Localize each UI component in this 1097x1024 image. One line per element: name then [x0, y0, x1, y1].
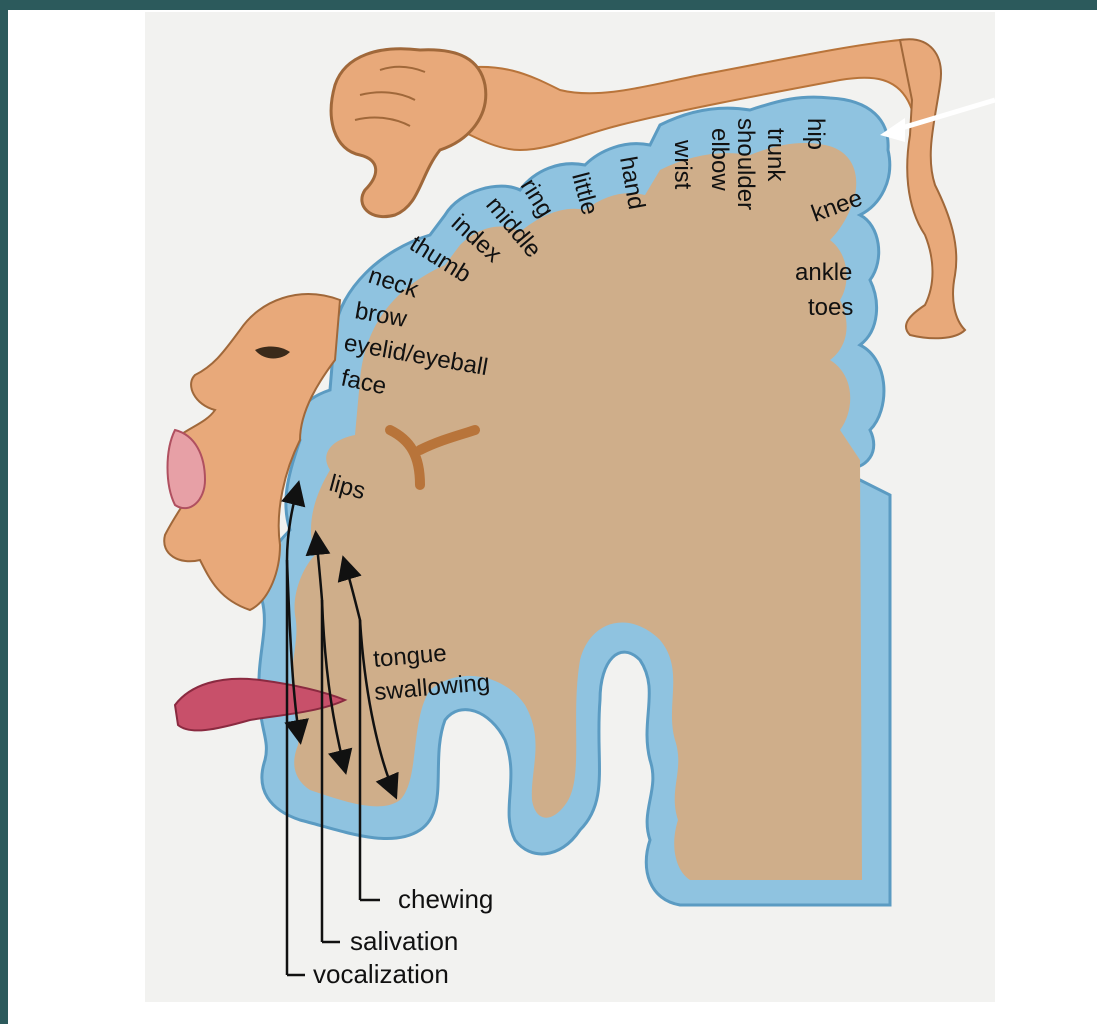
- leg-shape: [900, 39, 965, 338]
- label-salivation: salivation: [350, 926, 458, 956]
- label-toes: toes: [808, 294, 853, 321]
- label-ankle: ankle: [795, 259, 852, 286]
- label-hip: hip: [802, 118, 829, 150]
- label-wrist: wrist: [669, 139, 696, 190]
- fist: [331, 49, 486, 217]
- label-chewing: chewing: [398, 884, 493, 914]
- label-elbow: elbow: [706, 128, 733, 191]
- label-shoulder: shoulder: [732, 118, 759, 210]
- callout-labels: chewing salivation vocalization: [313, 884, 493, 989]
- label-vocalization: vocalization: [313, 959, 449, 989]
- leg-illustration: [900, 39, 965, 338]
- label-trunk: trunk: [762, 128, 789, 182]
